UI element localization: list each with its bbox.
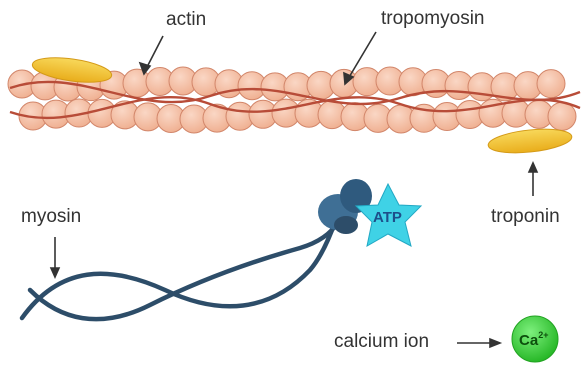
- calcium-symbol-text: Ca: [519, 332, 538, 349]
- calcium-symbol: Ca2+: [519, 333, 548, 348]
- label-actin: actin: [166, 10, 206, 29]
- actin-subunit: [548, 102, 576, 130]
- troponin-right: [487, 126, 573, 157]
- calcium-charge: 2+: [538, 330, 548, 340]
- label-tropomyosin: tropomyosin: [381, 9, 485, 28]
- troponin-arrowhead: [529, 163, 537, 172]
- label-myosin: myosin: [21, 207, 81, 226]
- calcium-arrowhead: [490, 339, 500, 347]
- myosin-tail-strand-b: [30, 222, 338, 319]
- myosin-tail-strand-a: [22, 222, 335, 318]
- actin-arrow: [146, 36, 163, 69]
- label-calcium-ion: calcium ion: [334, 332, 429, 351]
- atp-label: ATP: [373, 210, 402, 225]
- myosin-arrowhead: [51, 268, 59, 277]
- actin-subunit: [537, 70, 565, 98]
- label-troponin: troponin: [491, 207, 560, 226]
